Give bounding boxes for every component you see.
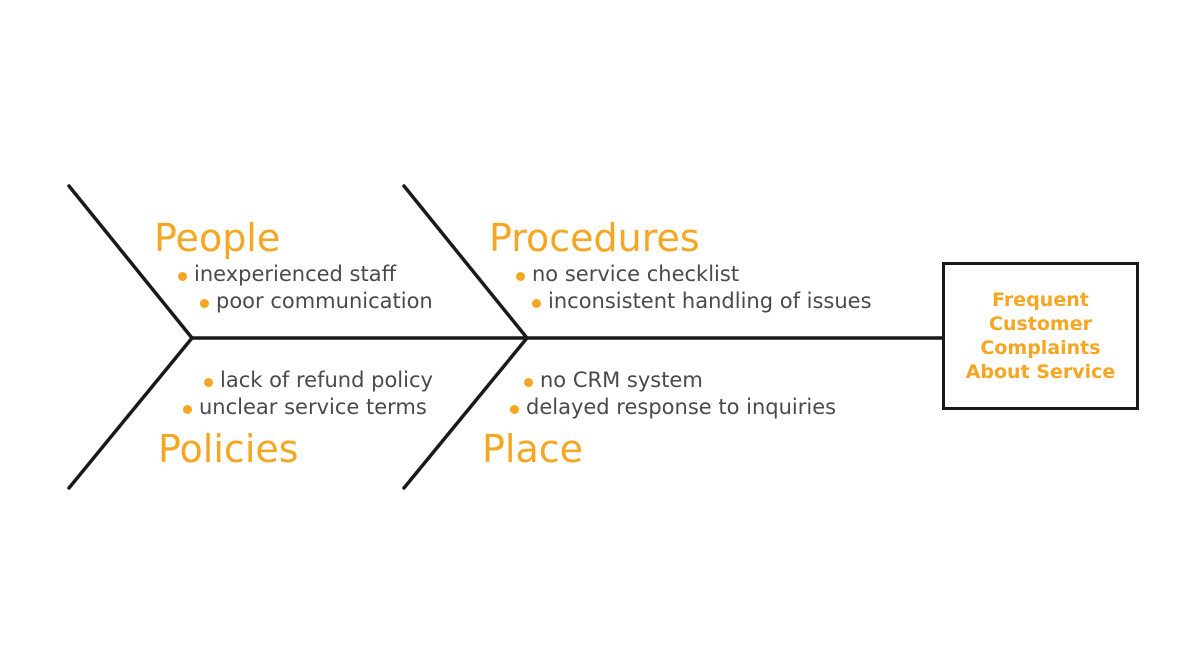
bullet-icon [204,377,213,387]
cause-text: unclear service terms [199,395,427,419]
effect-box: Frequent Customer Complaints About Servi… [942,262,1139,410]
cause-text: delayed response to inquiries [526,395,837,419]
cause-item: inconsistent handling of issues [532,291,872,312]
bone-people [67,184,194,340]
category-place-title: Place [482,427,584,471]
bone-procedures [402,184,529,340]
bullet-icon [200,298,209,308]
bone-place [402,336,529,490]
cause-item: no service checklist [516,264,739,285]
bullet-icon [183,404,192,414]
category-people-title: People [154,216,281,260]
bullet-icon [516,271,525,281]
cause-text: poor communication [216,289,433,313]
cause-text: lack of refund policy [220,368,433,392]
cause-item: unclear service terms [183,397,427,418]
bullet-icon [510,404,519,414]
cause-item: lack of refund policy [204,370,433,391]
cause-item: no CRM system [524,370,703,391]
bullet-icon [524,377,533,387]
cause-item: inexperienced staff [178,264,396,285]
bone-policies [67,336,194,490]
category-procedures-title: Procedures [489,216,700,260]
cause-item: delayed response to inquiries [510,397,836,418]
cause-item: poor communication [200,291,433,312]
cause-text: inexperienced staff [194,262,397,286]
cause-text: inconsistent handling of issues [548,289,872,313]
effect-label: Frequent Customer Complaints About Servi… [965,289,1116,383]
cause-text: no CRM system [540,368,703,392]
bullet-icon [178,271,187,281]
category-policies-title: Policies [158,427,299,471]
bullet-icon [532,298,541,308]
cause-text: no service checklist [532,262,740,286]
